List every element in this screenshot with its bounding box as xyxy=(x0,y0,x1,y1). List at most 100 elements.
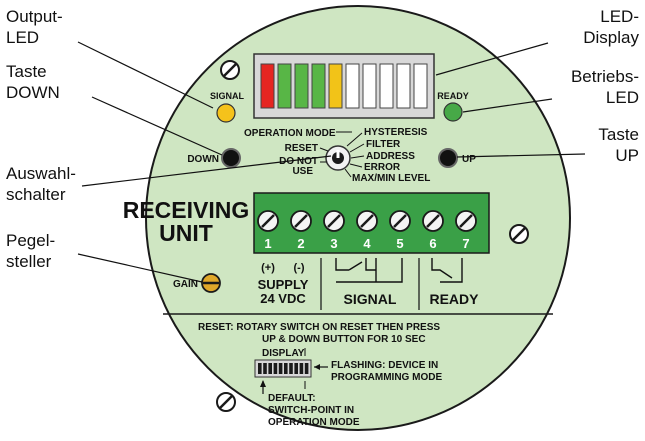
display-segment xyxy=(328,63,343,109)
callout-auswahlschalter-line2: schalter xyxy=(6,185,66,204)
polarity-plus: (+) xyxy=(261,262,275,274)
switch-tick-filter xyxy=(349,143,365,153)
terminal-number: 2 xyxy=(297,236,304,251)
ready-group-label: READY xyxy=(429,291,479,307)
flashing-note-line1: FLASHING: DEVICE IN xyxy=(331,360,438,371)
default-arrow-head xyxy=(260,380,266,387)
operation-mode-label: OPERATION MODE xyxy=(244,128,336,139)
gain-label: GAIN xyxy=(173,279,198,290)
receiving-unit-title-line1: RECEIVING xyxy=(123,197,250,223)
signal-led-label: SIGNAL xyxy=(210,91,245,101)
callout-taste-up-line1: Taste xyxy=(598,125,639,144)
dip-switch-levers xyxy=(258,363,309,374)
up-button[interactable] xyxy=(438,148,458,168)
terminal-screw-icon xyxy=(455,210,477,232)
switch-label-use: USE xyxy=(292,166,313,177)
switch-tick-error xyxy=(349,163,363,168)
callout-taste-up: Taste UP xyxy=(598,124,639,166)
terminal-number: 4 xyxy=(363,236,371,251)
terminal-number: 7 xyxy=(462,236,469,251)
dip-lever xyxy=(273,363,278,374)
callout-led-display-line1: LED- xyxy=(600,7,639,26)
signal-relay-symbol xyxy=(335,258,403,283)
screw-icon-right xyxy=(509,224,529,244)
flashing-arrow-head xyxy=(314,364,320,370)
ready-led xyxy=(443,102,463,122)
display-segments xyxy=(260,63,428,109)
callout-output-led-line1: Output- xyxy=(6,7,63,26)
dip-lever xyxy=(278,363,283,374)
callout-led-display-line2: Display xyxy=(583,28,639,47)
dip-lever xyxy=(289,363,293,374)
dip-lever xyxy=(294,363,298,374)
screw-icon-top xyxy=(220,60,240,80)
supply-voltage-label: 24 VDC xyxy=(260,291,306,306)
leader-output-led xyxy=(77,41,214,109)
display-label: DISPLAY xyxy=(262,348,305,359)
callout-auswahlschalter: Auswahl- schalter xyxy=(6,163,76,205)
terminal-screw-icon xyxy=(290,210,312,232)
switch-label-do-not: DO NOT xyxy=(279,156,318,167)
switch-label-maxmin: MAX/MIN LEVEL xyxy=(352,173,430,184)
callout-taste-down: Taste DOWN xyxy=(6,61,60,103)
rotary-switch-indicator xyxy=(336,150,340,158)
terminal-number: 6 xyxy=(429,236,436,251)
switch-label-error: ERROR xyxy=(364,162,401,173)
callout-betriebs-led-line1: Betriebs- xyxy=(570,67,639,86)
switch-tick-reset xyxy=(319,147,329,152)
ready-relay-symbol xyxy=(431,258,463,283)
signal-led xyxy=(216,103,236,123)
default-note-line1: DEFAULT: xyxy=(268,393,316,404)
reset-note-line2: UP & DOWN BUTTON FOR 10 SEC xyxy=(262,334,426,345)
supply-label: SUPPLY xyxy=(258,277,309,292)
callout-pegelsteller: Pegel- steller xyxy=(6,230,55,272)
terminal-number: 5 xyxy=(396,236,403,251)
default-note-line3: OPERATION MODE xyxy=(268,417,360,428)
terminal-screw-icon xyxy=(257,210,279,232)
display-segment xyxy=(277,63,292,109)
terminal-screw-icon xyxy=(389,210,411,232)
callout-pegelsteller-line1: Pegel- xyxy=(6,231,56,250)
switch-tick-maxmin xyxy=(344,168,352,178)
display-segment xyxy=(260,63,275,109)
display-segment xyxy=(294,63,309,109)
leader-pegelsteller xyxy=(77,253,203,283)
ready-led-label: READY xyxy=(437,91,469,101)
dip-lever xyxy=(268,363,272,374)
switch-label-filter: FILTER xyxy=(366,139,401,150)
dip-lever xyxy=(258,363,262,374)
polarity-minus: (-) xyxy=(294,262,305,274)
leader-led-display xyxy=(435,42,549,76)
leader-taste-up xyxy=(456,153,586,158)
screw-icon-bottom xyxy=(216,392,236,412)
dip-lever xyxy=(304,363,309,374)
display-segment xyxy=(311,63,326,109)
signal-group-label: SIGNAL xyxy=(344,291,397,307)
leader-taste-down xyxy=(91,96,223,156)
flashing-note-line2: PROGRAMMING MODE xyxy=(331,372,442,383)
callout-taste-down-line2: DOWN xyxy=(6,83,60,102)
callout-taste-up-line2: UP xyxy=(615,146,639,165)
receiving-unit-title-line2: UNIT xyxy=(159,220,213,246)
down-button[interactable] xyxy=(221,148,241,168)
display-segment xyxy=(362,63,377,109)
display-segment xyxy=(413,63,428,109)
switch-tick-hysteresis xyxy=(346,132,363,147)
dip-lever xyxy=(299,363,304,374)
callout-taste-down-line1: Taste xyxy=(6,62,47,81)
switch-tick-address xyxy=(350,155,365,159)
display-segment xyxy=(396,63,411,109)
dip-lever xyxy=(284,363,288,374)
reset-note-line1: RESET: ROTARY SWITCH ON RESET THEN PRESS xyxy=(198,322,440,333)
leader-betriebs-led xyxy=(462,98,553,113)
callout-auswahlschalter-line1: Auswahl- xyxy=(6,164,76,183)
callout-pegelsteller-line2: steller xyxy=(6,252,52,271)
default-note-line2: SWITCH-POINT IN xyxy=(268,405,354,416)
callout-output-led: Output- LED xyxy=(6,6,63,48)
switch-label-address: ADDRESS xyxy=(366,151,415,162)
leader-auswahlschalter xyxy=(81,155,332,187)
up-button-label: UP xyxy=(462,154,476,165)
